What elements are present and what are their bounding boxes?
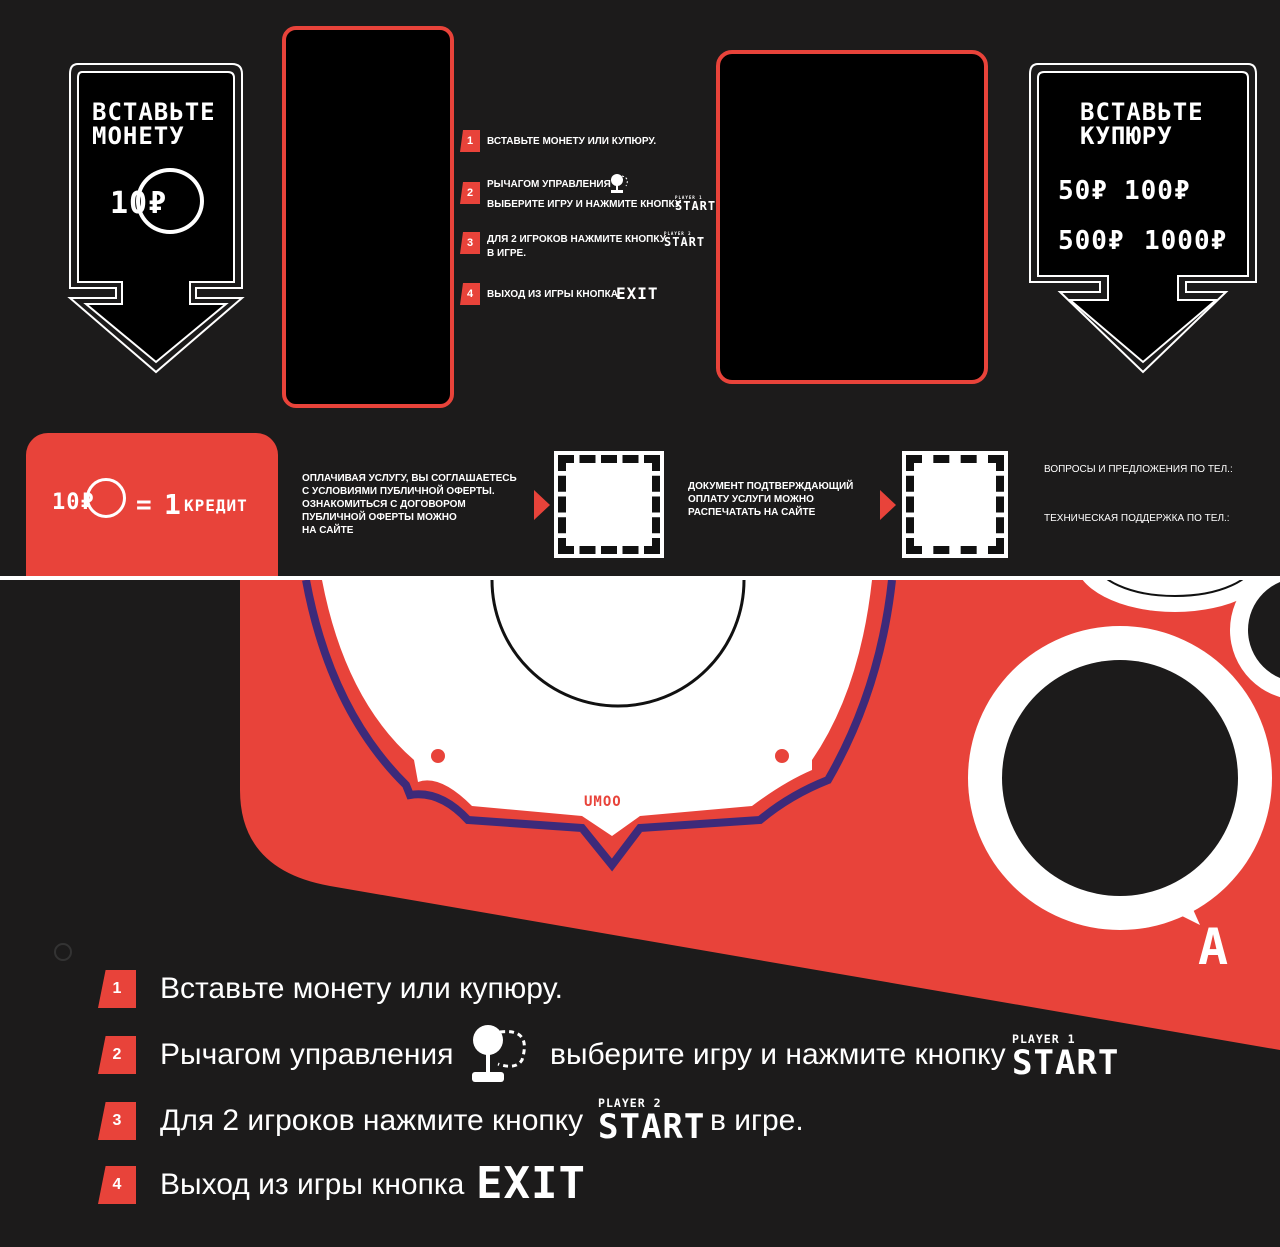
credit-word: КРЕДИТ <box>184 496 248 515</box>
coin-value: 10₽ <box>110 186 168 221</box>
big-step-text-2a: Рычагом управления <box>160 1038 454 1071</box>
small-step-badge-1: 1 <box>460 130 480 152</box>
player2-start-small: PLAYER 2 START <box>664 231 706 250</box>
brand-logo: UMOO <box>584 794 622 810</box>
receipt-text: ДОКУМЕНТ ПОДТВЕРЖДАЮЩИЙ ОПЛАТУ УСЛУГИ МО… <box>688 481 854 518</box>
control-panel-artwork <box>54 580 1280 1050</box>
exit-logo-big: EXIT <box>476 1158 586 1209</box>
credit-equals: = <box>136 490 153 520</box>
credit-count: 1 <box>164 488 182 521</box>
bill-panel-outline <box>1029 63 1257 374</box>
small-step-text-3b: В ИГРЕ. <box>487 248 526 259</box>
big-step-badge-2: 2 <box>98 1036 136 1074</box>
big-step-text-3a: Для 2 игроков нажмите кнопку <box>160 1104 584 1137</box>
bill-1000: 1000₽ <box>1144 226 1228 256</box>
player1-start-small: PLAYER 1 START <box>675 195 717 214</box>
joystick-icon <box>472 1025 526 1082</box>
arrow-right-icon <box>534 490 550 520</box>
credit-coin-value: 10₽ <box>52 490 95 515</box>
credit-box <box>26 433 278 578</box>
small-step-badge-2: 2 <box>460 182 480 204</box>
joystick-icon <box>611 174 628 193</box>
big-step-badge-1: 1 <box>98 970 136 1008</box>
small-step-text-1: ВСТАВЬТЕ МОНЕТУ ИЛИ КУПЮРУ. <box>487 136 657 147</box>
arrow-right-icon <box>880 490 896 520</box>
qr-code-offer[interactable] <box>554 451 664 558</box>
credit-coin-icon <box>86 478 126 518</box>
offer-text: ОПЛАЧИВАЯ УСЛУГУ, ВЫ СОГЛАШАЕТЕСЬ С УСЛО… <box>302 473 517 536</box>
big-step-text-4: Выход из игры кнопка <box>160 1168 465 1201</box>
side-letter: A <box>1198 918 1230 976</box>
contact-questions: ВОПРОСЫ И ПРЕДЛОЖЕНИЯ ПО ТЕЛ.: <box>1044 464 1233 475</box>
small-step-badge-3: 3 <box>460 232 480 254</box>
small-step-text-2b: ВЫБЕРИТЕ ИГРУ И НАЖМИТЕ КНОПКУ <box>487 199 682 210</box>
bill-panel-title: ВСТАВЬТЕ КУПЮРУ <box>1080 98 1204 150</box>
section-divider <box>0 576 1280 580</box>
small-step-text-3a: ДЛЯ 2 ИГРОКОВ НАЖМИТЕ КНОПКУ <box>487 234 666 245</box>
screen-frame-right <box>716 50 988 384</box>
qr-code-receipt[interactable] <box>902 451 1008 558</box>
coin-panel-title: ВСТАВЬТЕ МОНЕТУ <box>92 98 216 150</box>
big-step-text-3b: в игре. <box>710 1104 804 1137</box>
bill-50: 50₽ <box>1058 176 1108 206</box>
contact-support: ТЕХНИЧЕСКАЯ ПОДДЕРЖКА ПО ТЕЛ.: <box>1044 513 1230 524</box>
bill-100: 100₽ <box>1124 176 1191 206</box>
player2-start-big: PLAYER 2 START <box>598 1096 706 1147</box>
big-step-text-2b: выберите игру и нажмите кнопку <box>550 1038 1006 1071</box>
big-step-badge-3: 3 <box>98 1102 136 1140</box>
small-step-text-2a: РЫЧАГОМ УПРАВЛЕНИЯ <box>487 179 611 190</box>
small-step-text-4: ВЫХОД ИЗ ИГРЫ КНОПКА <box>487 289 618 300</box>
bill-500: 500₽ <box>1058 226 1125 256</box>
small-step-badge-4: 4 <box>460 283 480 305</box>
exit-logo-small: EXIT <box>616 284 659 303</box>
coin-icon <box>136 168 204 234</box>
player1-start-big: PLAYER 1 START <box>1012 1032 1120 1083</box>
big-step-text-1: Вставьте монету или купюру. <box>160 972 563 1005</box>
big-step-badge-4: 4 <box>98 1166 136 1204</box>
screen-frame-left <box>282 26 454 408</box>
